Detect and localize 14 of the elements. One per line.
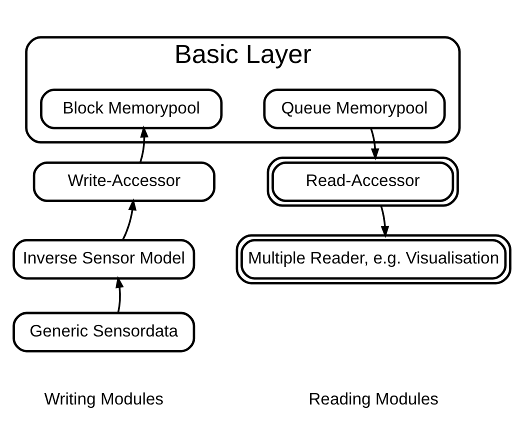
label: Reading Modules	[308, 390, 438, 409]
arrow	[370, 128, 379, 160]
node-box: Generic Sensordata	[12, 312, 195, 352]
node-box: Read-Accessor	[266, 156, 458, 207]
node-box: Multiple Reader, e.g. Visualisation	[235, 234, 511, 284]
node-box: Queue Memorypool	[262, 88, 446, 130]
label: Writing Modules	[44, 390, 164, 409]
arrow	[115, 276, 124, 313]
arrow	[139, 126, 148, 162]
node-box: Write-Accessor	[32, 161, 215, 202]
node-box: Inverse Sensor Model	[12, 239, 195, 280]
node-box: Block Memorypool	[40, 88, 222, 130]
arrow	[121, 198, 136, 240]
arrow	[380, 206, 389, 238]
